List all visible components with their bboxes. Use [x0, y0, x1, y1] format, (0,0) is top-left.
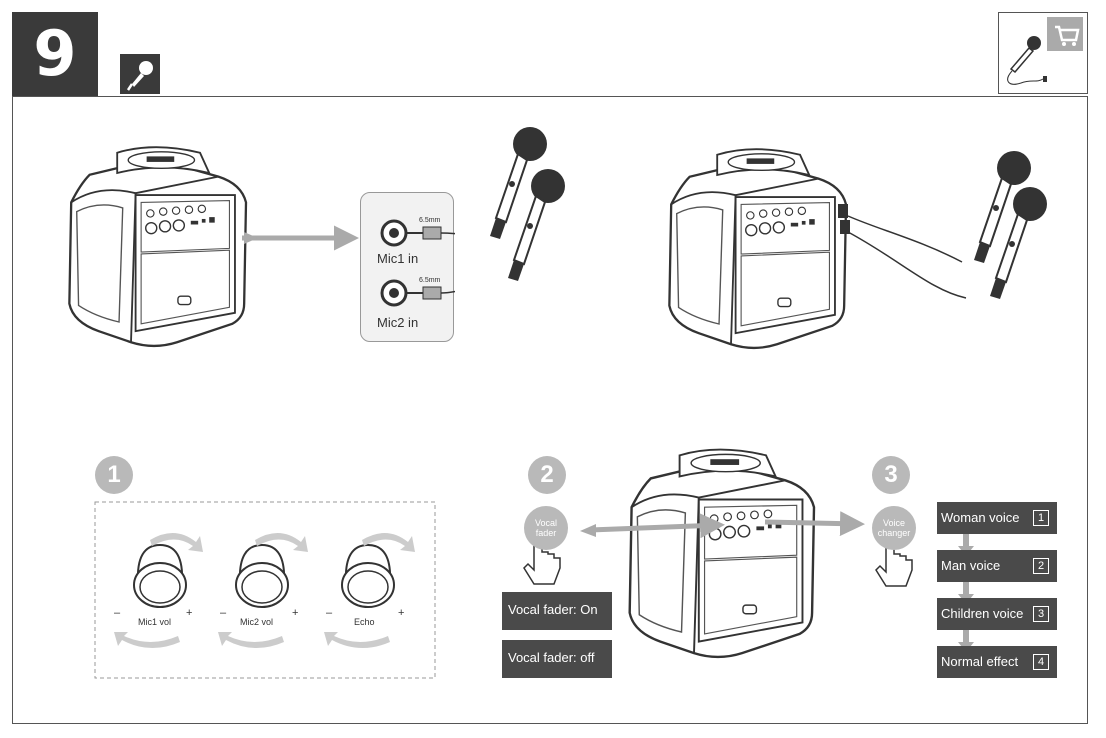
- microphone-icon: [120, 54, 160, 94]
- effect-number: 2: [1033, 558, 1049, 574]
- mic1-vol-label: Mic1 vol: [138, 617, 172, 627]
- step-1-badge: 1: [95, 456, 133, 494]
- mic2-vol-label: Mic2 vol: [240, 617, 274, 627]
- mic2-vol-knob[interactable]: [235, 544, 289, 608]
- shopping-cart-icon: [1055, 25, 1080, 46]
- speaker-with-mics: [668, 148, 848, 350]
- plus-sign: +: [292, 607, 299, 619]
- step-number-badge: 9: [12, 12, 98, 96]
- effect-label: Man voice: [941, 558, 1001, 573]
- man-voice-effect: Man voice 2: [937, 550, 1057, 582]
- minus-sign: –: [326, 607, 333, 619]
- vocal-fader-button[interactable]: Vocal fader: [524, 506, 568, 550]
- echo-label: Echo: [354, 617, 375, 627]
- echo-knob[interactable]: [341, 544, 395, 608]
- step-2-badge: 2: [528, 456, 566, 494]
- mic1-vol-knob[interactable]: [133, 544, 187, 608]
- voice-changer-button[interactable]: Voice changer: [872, 506, 916, 550]
- speaker-front-view: [628, 448, 816, 659]
- effect-label: Woman voice: [941, 510, 1020, 525]
- speaker-front-view: [68, 146, 248, 348]
- plus-sign: +: [398, 607, 405, 619]
- accessory-box: [998, 12, 1088, 94]
- minus-sign: –: [114, 607, 121, 619]
- effect-label: Children voice: [941, 606, 1024, 621]
- vocal-fader-on-label: Vocal fader: On: [502, 592, 612, 630]
- knob-controls-box: [94, 501, 436, 679]
- normal-effect: Normal effect 4: [937, 646, 1057, 678]
- children-voice-effect: Children voice 3: [937, 598, 1057, 630]
- mic2-in-label: Mic2 in: [377, 315, 419, 330]
- jack-size-label: 6.5mm: [419, 277, 441, 284]
- woman-voice-effect: Woman voice 1: [937, 502, 1057, 534]
- jack-size-label: 6.5mm: [419, 217, 441, 224]
- plus-sign: +: [186, 607, 193, 619]
- step-3-badge: 3: [872, 456, 910, 494]
- microphone-cable-icon: [1007, 17, 1083, 85]
- effect-number: 4: [1033, 654, 1049, 670]
- mic-input-panel: 6.5mm 6.5mm Mic1 in Mic2 in: [360, 192, 455, 342]
- minus-sign: –: [220, 607, 227, 619]
- effect-number: 3: [1033, 606, 1049, 622]
- instruction-frame: [12, 96, 1088, 724]
- effect-label: Normal effect: [941, 654, 1019, 669]
- vocal-fader-off-label: Vocal fader: off: [502, 640, 612, 678]
- mic1-in-label: Mic1 in: [377, 251, 419, 266]
- effect-number: 1: [1033, 510, 1049, 526]
